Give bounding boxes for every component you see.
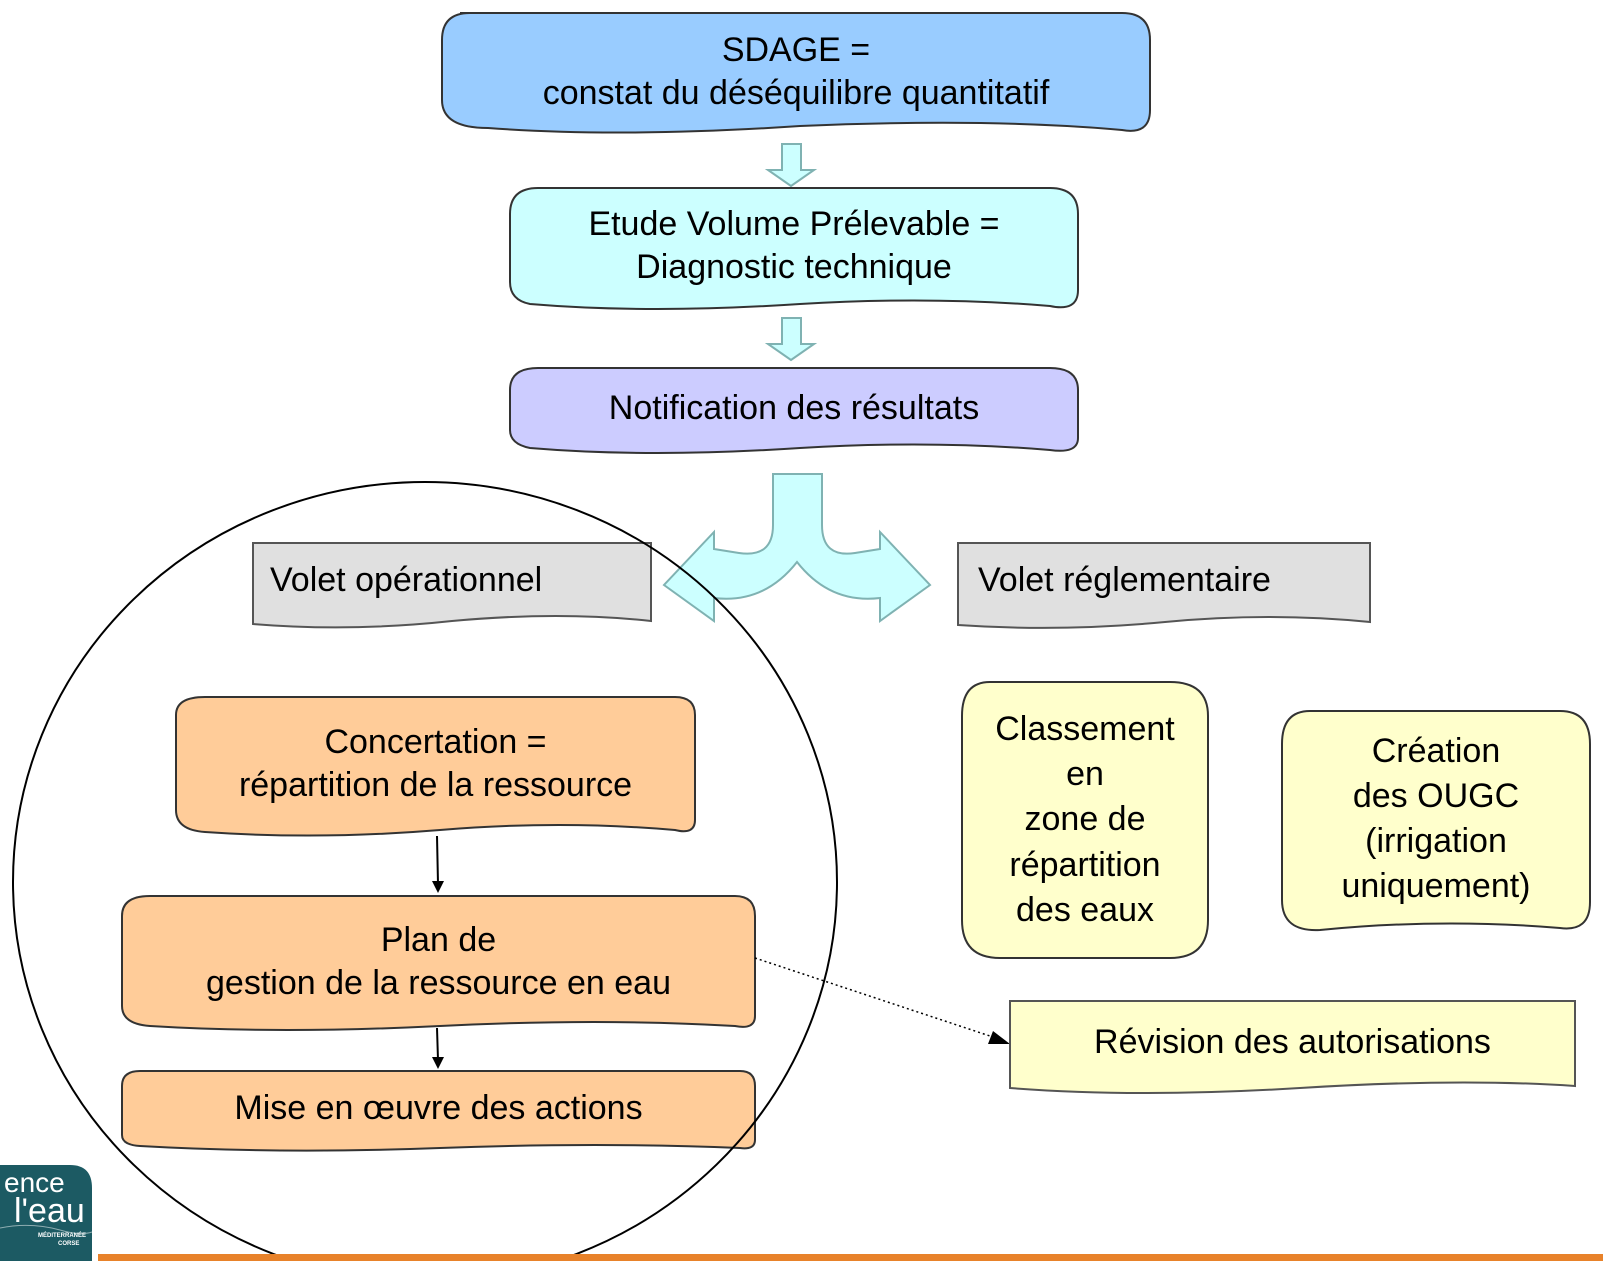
mise-en-oeuvre-line1: Mise en œuvre des actions	[234, 1089, 643, 1128]
etude-volume-box	[509, 187, 1079, 310]
split-arrow	[662, 473, 932, 623]
connector-plan-revision-arrowhead	[988, 1031, 1010, 1044]
classement-box	[961, 681, 1209, 959]
classement-line4: répartition	[1009, 845, 1161, 884]
logo-text-line4: CORSE	[58, 1241, 80, 1247]
etude-label: Etude Volume Prélevable = Diagnostic tec…	[510, 190, 1078, 302]
revision-line1: Révision des autorisations	[1094, 1023, 1491, 1062]
classement-line3: zone de	[1024, 800, 1146, 839]
creation-line2: des OUGC	[1352, 776, 1520, 815]
volet-operationnel-line1: Volet opérationnel	[270, 561, 543, 600]
concertation-label: Concertation = répartition de la ressour…	[176, 700, 695, 828]
creation-line3: (irrigation	[1365, 822, 1507, 860]
plan-line1: Plan de	[380, 920, 497, 959]
notification-label: Notification des résultats	[510, 370, 1078, 448]
down-arrow-1	[764, 143, 818, 188]
concertation-line1: Concertation =	[324, 722, 547, 761]
connector-plan-mise-arrowhead	[432, 1057, 444, 1069]
mise-en-oeuvre-box	[121, 1070, 756, 1152]
sdage-line1: SDAGE =	[721, 30, 871, 69]
sdage-label: SDAGE = constat du déséquilibre quantita…	[442, 18, 1150, 126]
agence-eau-logo	[0, 1165, 92, 1261]
connector-plan-revision	[754, 957, 997, 1039]
sdage-box	[441, 12, 1151, 134]
sdage-line2: constat du déséquilibre quantitatif	[542, 74, 1050, 112]
revision-box	[1009, 1000, 1576, 1094]
classement-line1: Classement	[995, 709, 1175, 748]
etude-line2: Diagnostic technique	[636, 248, 952, 286]
volet-reglementaire-box	[957, 542, 1371, 629]
logo-text-line1: ence	[4, 1167, 65, 1198]
etude-line1: Etude Volume Prélevable =	[588, 204, 1000, 243]
volet-reglementaire-label: Volet réglementaire	[974, 545, 1368, 617]
footer-bar	[98, 1254, 1603, 1261]
logo-text-line3: MÉDITERRANÉE	[38, 1233, 87, 1239]
concertation-box	[175, 696, 696, 837]
creation-ougc-box	[1281, 710, 1591, 932]
connector-plan-mise	[436, 1027, 439, 1061]
mise-en-oeuvre-label: Mise en œuvre des actions	[122, 1073, 755, 1145]
classement-line2: en	[1066, 755, 1104, 794]
logo-text-line2: l'eau	[14, 1192, 85, 1230]
classement-line5: des eaux	[1016, 890, 1154, 929]
notification-box	[509, 367, 1079, 454]
plan-label: Plan de gestion de la ressource en eau	[122, 900, 755, 1024]
notification-line1: Notification des résultats	[608, 389, 980, 428]
down-arrow-2	[764, 317, 818, 362]
concertation-line2: répartition de la ressource	[238, 766, 633, 804]
logo-wave	[0, 1224, 93, 1235]
volet-operationnel-box	[252, 542, 652, 629]
plan-line2: gestion de la ressource en eau	[206, 964, 671, 1002]
volet-reglementaire-line1: Volet réglementaire	[978, 561, 1271, 600]
creation-line4: uniquement)	[1341, 867, 1531, 906]
connector-concertation-plan	[436, 835, 439, 885]
volet-operationnel-label: Volet opérationnel	[266, 545, 650, 617]
connector-concertation-plan-arrowhead	[432, 881, 444, 893]
creation-line1: Création	[1371, 731, 1501, 770]
creation-label: Création des OUGC (irrigation uniquement…	[1282, 713, 1590, 925]
revision-label: Révision des autorisations	[1010, 1003, 1575, 1083]
plan-gestion-box	[121, 895, 756, 1031]
operational-circle	[12, 481, 838, 1261]
classement-label: Classement en zone de répartition des ea…	[962, 684, 1208, 956]
